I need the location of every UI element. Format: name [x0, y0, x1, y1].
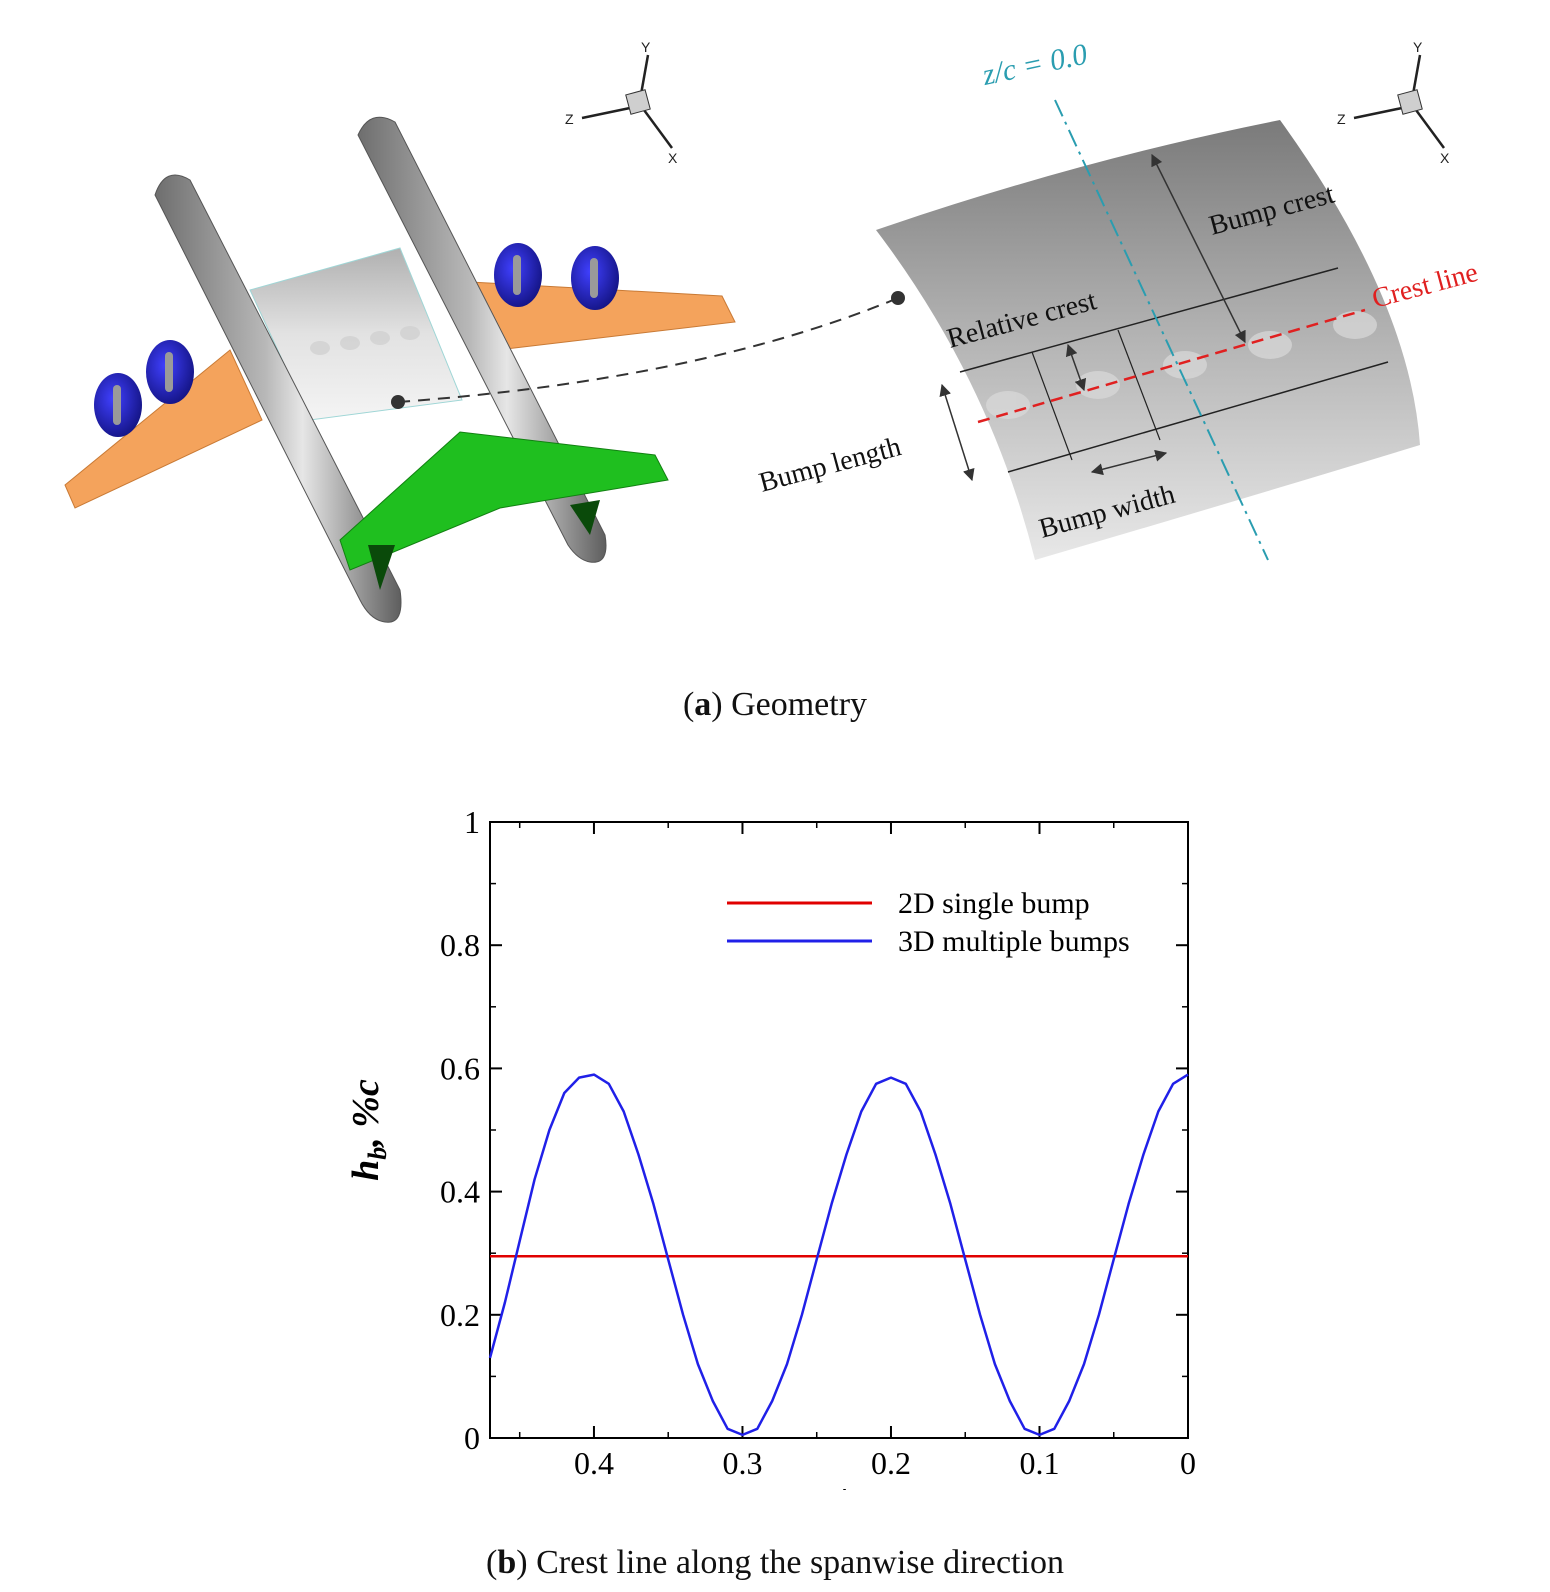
crest-line: [977, 308, 1366, 424]
axis-z-label: Z: [1337, 111, 1346, 127]
plot-frame: [489, 821, 1189, 1439]
axis-y-label: Y: [641, 39, 651, 55]
crest-line-chart: 0 0.2 0.4 0.6 0.8 1 0.4 0.3 0.2 0.1 0 2D single bu…: [0, 790, 1550, 1523]
chart-axes: 0 0.2 0.4 0.6 0.8 1 0.4 0.3 0.2 0.1 0: [440, 804, 1196, 1481]
x-tick-label: 0.4: [574, 1445, 614, 1481]
axis-triad-icon: Y Z X: [565, 39, 678, 166]
geometry-figure: Y Z X Y Z X z/c = 0.0 Bump crest Crest l…: [0, 0, 1550, 680]
crest-line-label: Crest line: [1369, 257, 1481, 315]
x-tick-label: 0.1: [1019, 1445, 1059, 1481]
caption-a: (a) Geometry: [682, 686, 868, 723]
legend-label-1: 2D single bump: [898, 887, 1090, 920]
chart-svg: 0 0.2 0.4 0.6 0.8 1 0.4 0.3 0.2 0.1 0 2D single bu…: [345, 804, 1196, 1523]
geometry-illustration: Y Z X Y Z X z/c = 0.0 Bump crest Crest l…: [64, 38, 1481, 623]
tail-plane: [339, 431, 669, 571]
zoom-leader-line: [397, 297, 899, 403]
legend-label-2: 3D multiple bumps: [898, 925, 1130, 958]
axis-x-label: X: [1440, 150, 1450, 166]
axis-y-label: Y: [1413, 39, 1423, 55]
engine-icon: [94, 243, 619, 437]
y-tick-label: 0.6: [440, 1050, 480, 1086]
left-boom: [154, 174, 402, 623]
x-tick-label: 0.3: [722, 1445, 762, 1481]
y-tick-label: 0.2: [440, 1297, 480, 1333]
bump-length-label: Bump length: [756, 431, 905, 499]
zc-zero-label: z/c = 0.0: [979, 38, 1091, 93]
series-line-2: [488, 1073, 1189, 1437]
y-axis-label: hb, %c: [345, 1079, 392, 1181]
chart-legend: 2D single bump 3D multiple bumps: [727, 887, 1130, 958]
caption-b: (b) Crest line along the spanwise direct…: [486, 1544, 1064, 1581]
plot-area: [489, 821, 1189, 1439]
bump-panel: [876, 120, 1420, 560]
y-tick-label: 1: [464, 804, 480, 840]
x-tick-label: 0: [1180, 1445, 1196, 1481]
x-axis-label: z/c: [816, 1481, 860, 1490]
axis-x-label: X: [668, 150, 678, 166]
axis-triad-icon: Y Z X: [1337, 39, 1450, 166]
chart-series: [488, 1073, 1189, 1437]
zc-zero-line: [1054, 99, 1269, 561]
y-tick-label: 0.4: [440, 1174, 480, 1210]
x-tick-label: 0.2: [871, 1445, 911, 1481]
axis-z-label: Z: [565, 111, 574, 127]
y-tick-label: 0.8: [440, 927, 480, 963]
y-tick-label: 0: [464, 1420, 480, 1456]
